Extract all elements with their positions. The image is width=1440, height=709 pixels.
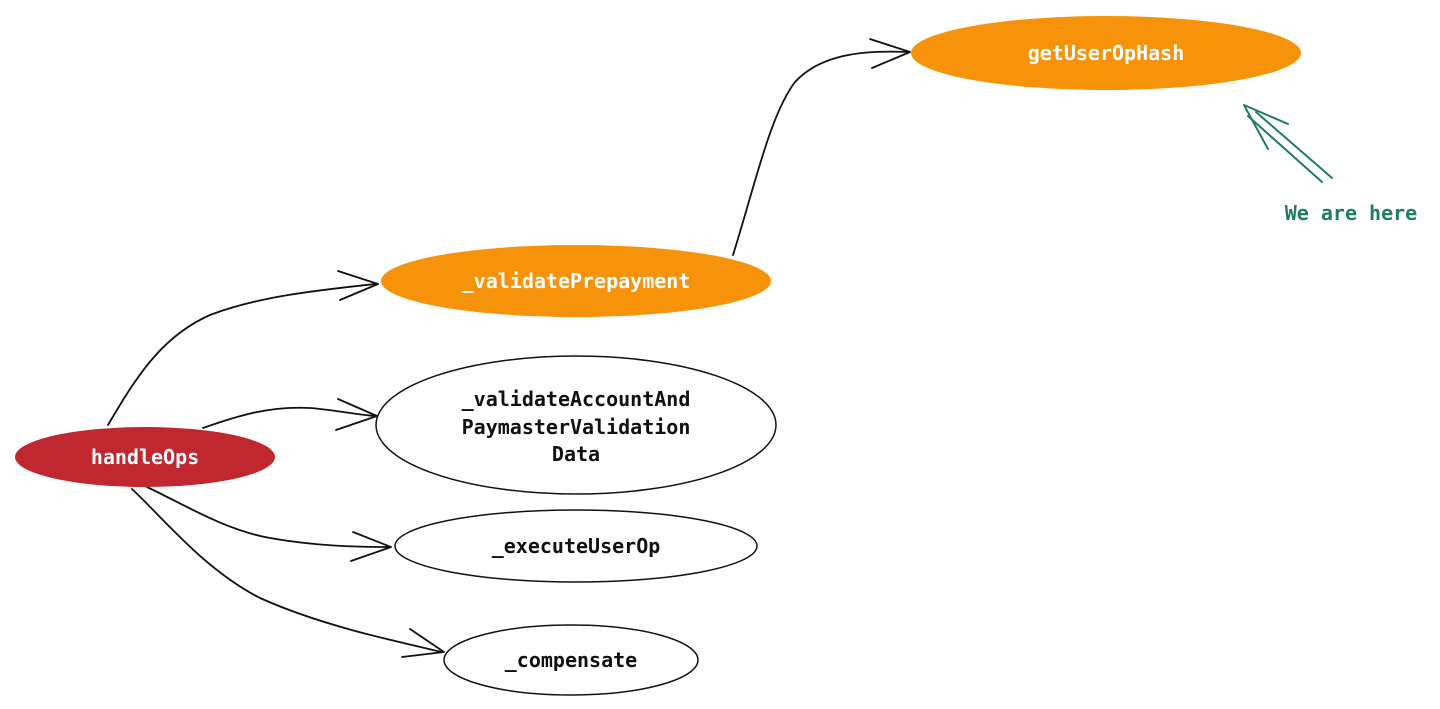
edge-handleops-to-validateprepayment bbox=[107, 283, 376, 426]
node-validateaccountandpaymaster[interactable]: _validateAccountAnd PaymasterValidation … bbox=[375, 355, 777, 495]
node-validateaccount-label-line1: _validateAccountAnd bbox=[462, 387, 691, 411]
node-getuserophash-label: getUserOpHash bbox=[1028, 41, 1185, 65]
arrowhead-getuserophash bbox=[869, 38, 911, 69]
node-validateprepayment[interactable]: _validatePrepayment bbox=[381, 245, 771, 317]
node-validateaccount-label-line2: PaymasterValidation bbox=[462, 415, 691, 439]
node-validateprepayment-shape bbox=[381, 245, 771, 317]
node-executeuserop-label: _executeUserOp bbox=[492, 534, 661, 558]
node-compensate[interactable]: _compensate bbox=[443, 624, 699, 696]
node-validateaccount-shape bbox=[375, 355, 777, 495]
edge-handleops-to-validateaccount bbox=[202, 406, 376, 429]
node-validateprepayment-label: _validatePrepayment bbox=[462, 269, 691, 293]
arrow-up-left-icon bbox=[1243, 104, 1333, 183]
node-getuserophash[interactable]: getUserOpHash bbox=[911, 16, 1301, 90]
node-handleops-label: handleOps bbox=[91, 445, 199, 469]
node-executeuserop-shape bbox=[394, 509, 758, 583]
arrowhead-compensate bbox=[401, 628, 445, 658]
arrowhead-validateprepayment bbox=[337, 270, 379, 301]
here-annotation-text: We are here bbox=[1285, 201, 1417, 225]
node-compensate-shape bbox=[443, 624, 699, 696]
node-executeuserop[interactable]: _executeUserOp bbox=[394, 509, 758, 583]
arrowhead-executeuserop bbox=[350, 531, 392, 562]
node-getuserophash-shape bbox=[911, 16, 1301, 90]
node-compensate-label: _compensate bbox=[505, 648, 637, 672]
edge-handleops-to-executeuserop bbox=[146, 486, 391, 548]
node-handleops[interactable]: handleOps bbox=[15, 427, 275, 487]
edges bbox=[107, 38, 911, 658]
node-handleops-shape bbox=[15, 427, 275, 487]
edge-handleops-to-compensate bbox=[131, 488, 443, 653]
node-validateaccount-label-line3: Data bbox=[552, 442, 600, 466]
here-annotation: We are here bbox=[1243, 104, 1417, 225]
edge-validateprepayment-to-getuserophash bbox=[732, 50, 909, 256]
